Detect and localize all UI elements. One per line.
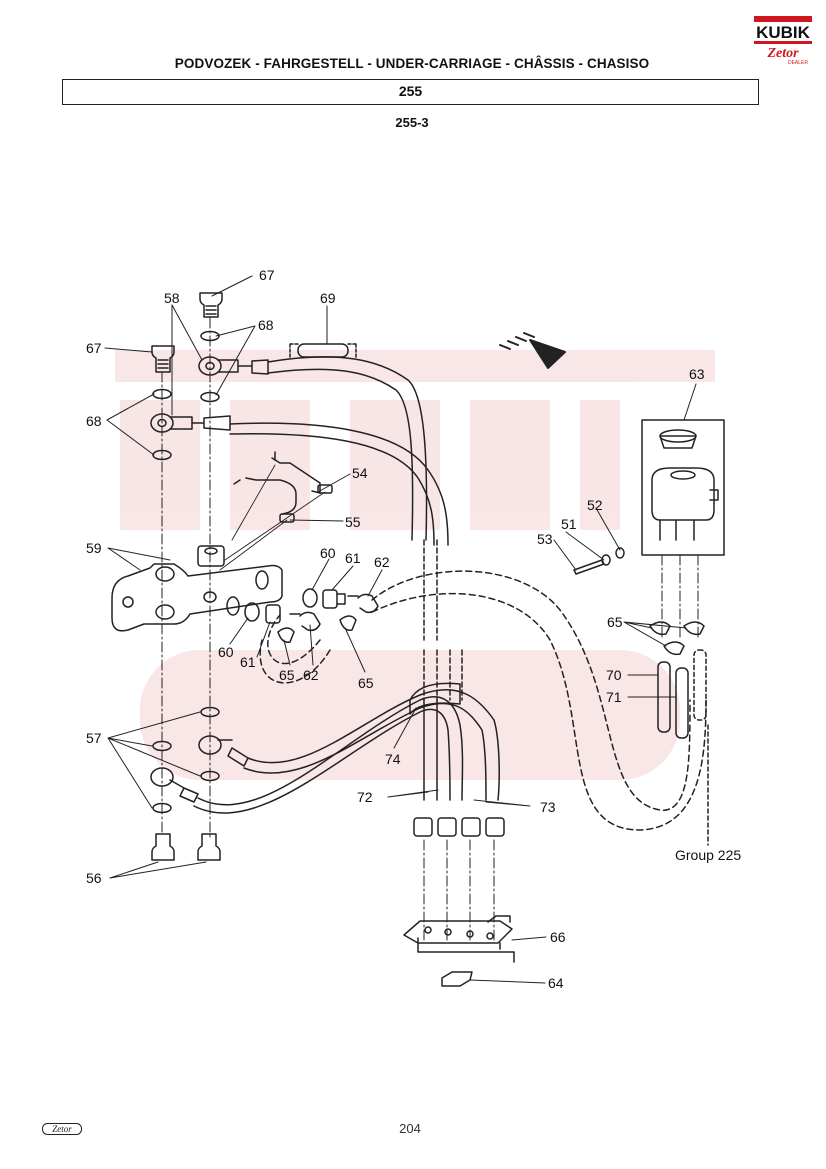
banjo-bolt-67-upper	[199, 292, 223, 318]
fittings-lower	[244, 602, 321, 644]
subgroup-reference: 255-3	[395, 115, 429, 130]
callout-73: 73	[540, 799, 556, 815]
callout-68-upper: 68	[258, 317, 274, 333]
callout-60-lower: 60	[218, 644, 234, 660]
callout-51: 51	[561, 516, 577, 532]
callout-68-left: 68	[86, 413, 102, 429]
callout-53: 53	[537, 531, 553, 547]
callout-55: 55	[345, 514, 361, 530]
callout-74: 74	[385, 751, 401, 767]
callout-70: 70	[606, 667, 622, 683]
logo-tag: DEALER	[788, 60, 808, 66]
callout-67-upper: 67	[259, 267, 275, 283]
callout-72: 72	[357, 789, 373, 805]
kubik-zetor-logo: KUBIK Zetor DEALER	[752, 14, 814, 66]
page-number: 204	[399, 1121, 421, 1136]
callout-57: 57	[86, 730, 102, 746]
lower-brake-hoses	[150, 649, 505, 837]
callout-58: 58	[164, 290, 180, 306]
callout-65-lower: 65	[279, 667, 295, 683]
callout-61-upper: 61	[345, 550, 361, 566]
page-title: PODVOZEK - FAHRGESTELL - UNDER-CARRIAGE …	[174, 56, 650, 71]
callout-67-left: 67	[86, 340, 102, 356]
callout-69: 69	[320, 290, 336, 306]
reservoir-hoses-dashed	[259, 570, 707, 831]
reservoir-screw-53-51-52	[573, 547, 625, 575]
logo-brand: KUBIK	[756, 23, 811, 42]
clamps-65-tubes-70-71	[649, 621, 709, 846]
callout-71: 71	[606, 689, 622, 705]
brake-fluid-reservoir-63	[641, 419, 725, 556]
brake-pipes-54-55	[219, 451, 333, 571]
fittings-upper	[302, 588, 379, 632]
callout-62-lower: 62	[303, 667, 319, 683]
callout-56: 56	[86, 870, 102, 886]
logo-sub: Zetor	[766, 46, 799, 61]
callout-52: 52	[587, 497, 603, 513]
footer-zetor-logo: Zetor	[42, 1122, 82, 1135]
footer-brand: Zetor	[52, 1124, 72, 1134]
dealer-watermark	[115, 350, 715, 780]
hose-69	[289, 343, 357, 359]
callout-labels: 67 58 69 68 67 63 68 54 52 55 51 53 59 6…	[86, 267, 741, 991]
callout-64: 64	[548, 975, 564, 991]
callout-leaders	[104, 275, 697, 984]
callout-54: 54	[352, 465, 368, 481]
group-number: 255	[62, 79, 759, 105]
banjo-bolts-56	[151, 833, 221, 861]
direction-arrow	[499, 332, 566, 369]
banjo-bolt-67-left	[151, 345, 175, 373]
callout-65-middle: 65	[358, 675, 374, 691]
bracket-66-plate-64	[403, 915, 515, 987]
callout-60-upper: 60	[320, 545, 336, 561]
callout-63: 63	[689, 366, 705, 382]
callout-66: 66	[550, 929, 566, 945]
assembly-centre-lines	[161, 317, 699, 941]
callout-61-lower: 61	[240, 654, 256, 670]
callout-65-right: 65	[607, 614, 623, 630]
callout-group-225: Group 225	[675, 847, 741, 863]
callout-62-upper: 62	[374, 554, 390, 570]
callout-59: 59	[86, 540, 102, 556]
